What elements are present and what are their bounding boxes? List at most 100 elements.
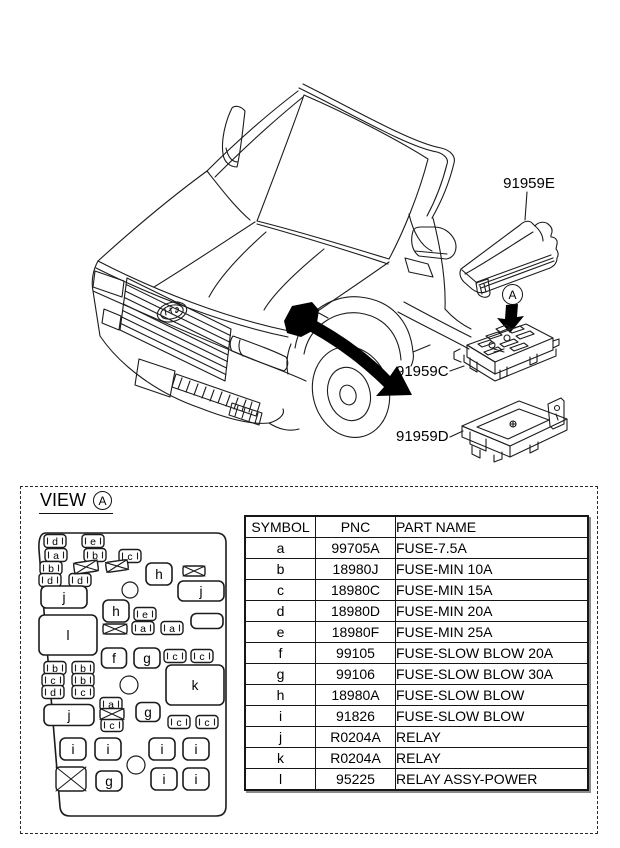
svg-text:a: a [108,699,114,711]
pnc-cell: R0204A [315,726,396,748]
pnc-cell: 18980A [315,684,396,706]
fuse-d: d [43,533,67,549]
svg-text:g: g [143,651,151,666]
upper-box-drawing [453,323,560,382]
view-title-marker-letter: A [98,493,107,508]
symbol-cell: g [244,663,316,685]
mount-hole [119,675,139,695]
svg-text:i: i [72,742,75,757]
svg-text:b: b [80,675,86,687]
left-mirror-icon [221,105,246,168]
kia-badge-icon [156,301,188,323]
part-name-cell: FUSE-MIN 10A [395,558,589,580]
fuse-c: c [190,648,214,664]
svg-text:c: c [80,687,85,699]
svg-text:b: b [80,663,86,675]
svg-text:i: i [195,772,198,787]
svg-text:i: i [195,742,198,757]
svg-text:c: c [199,651,204,663]
left-headlight [92,270,125,298]
part-name-cell: FUSE-MIN 15A [395,579,589,601]
fuse-c: c [195,714,219,730]
svg-text:b: b [52,663,58,675]
fuse-e: e [133,606,157,622]
view-marker-letter: A [508,287,517,302]
svg-text:d: d [50,687,56,699]
relay-box-f: f [100,647,128,669]
crossed-fuse [102,623,128,635]
svg-text:e: e [90,536,96,548]
svg-text:k: k [192,678,199,693]
pnc-cell: 18980J [315,558,396,580]
relay-box-l: l [38,614,98,656]
relay-box-j: j [43,703,95,727]
relay-box-i: i [59,737,87,761]
svg-text:a: a [53,550,59,562]
svg-text:g: g [144,705,152,720]
fuse-c: c [41,672,65,688]
header-part-name: PART NAME [395,515,589,538]
relay-box-i: i [182,767,210,791]
crossed-fuse [182,565,206,577]
relay-box-j: j [40,585,88,609]
view-title-marker: A [93,491,113,510]
leader-lines [449,191,528,438]
relay-box-g: g [135,701,161,723]
relay-box-h: h [145,562,173,586]
svg-text:i: i [107,742,110,757]
pnc-cell: 18980D [315,600,396,622]
symbol-cell: a [244,537,316,559]
relay-box-g: g [95,770,123,792]
symbol-cell: e [244,621,316,643]
fuse-b: b [83,547,107,563]
crossed-fuse [104,558,130,574]
symbol-cell: i [244,705,316,727]
mount-hole [121,581,139,599]
svg-text:c: c [176,717,181,729]
fuse-d: d [41,684,65,700]
pnc-cell: 18980C [315,579,396,601]
fuse-c: c [71,684,95,700]
svg-text:j: j [62,590,66,605]
relay-box-g: g [133,647,161,669]
symbol-cell: b [244,558,316,580]
view-section-frame [20,486,598,834]
svg-text:d: d [47,575,53,587]
part-label-upper-box: 91959C [396,363,449,380]
symbol-cell: c [244,579,316,601]
pnc-cell: 99705A [315,537,396,559]
lower-grille-hatch [171,373,263,426]
svg-text:j: j [199,584,203,599]
part-name-cell: FUSE-SLOW BLOW 20A [395,642,589,664]
part-label-lower-tray: 91959D [396,428,449,445]
symbol-cell: d [244,600,316,622]
part-name-cell: RELAY [395,747,589,769]
relay-box-i: i [182,737,210,761]
relay-box-i: i [148,737,176,761]
fog-lamp [101,308,122,331]
fuse-panel-outline [38,532,227,817]
svg-text:g: g [105,774,113,789]
part-label-cover: 91959E [503,175,555,192]
svg-text:c: c [109,720,114,732]
svg-text:j: j [67,708,71,723]
part-name-cell: RELAY ASSY-POWER [395,768,589,791]
view-title-text: VIEW [40,490,87,510]
part-name-cell: FUSE-MIN 25A [395,621,589,643]
svg-text:b: b [48,563,54,575]
grille [119,277,232,382]
view-title-underline [39,513,113,514]
svg-text:c: c [172,651,177,663]
relay-box-k: k [165,664,225,706]
view-title: VIEW A [40,490,113,511]
